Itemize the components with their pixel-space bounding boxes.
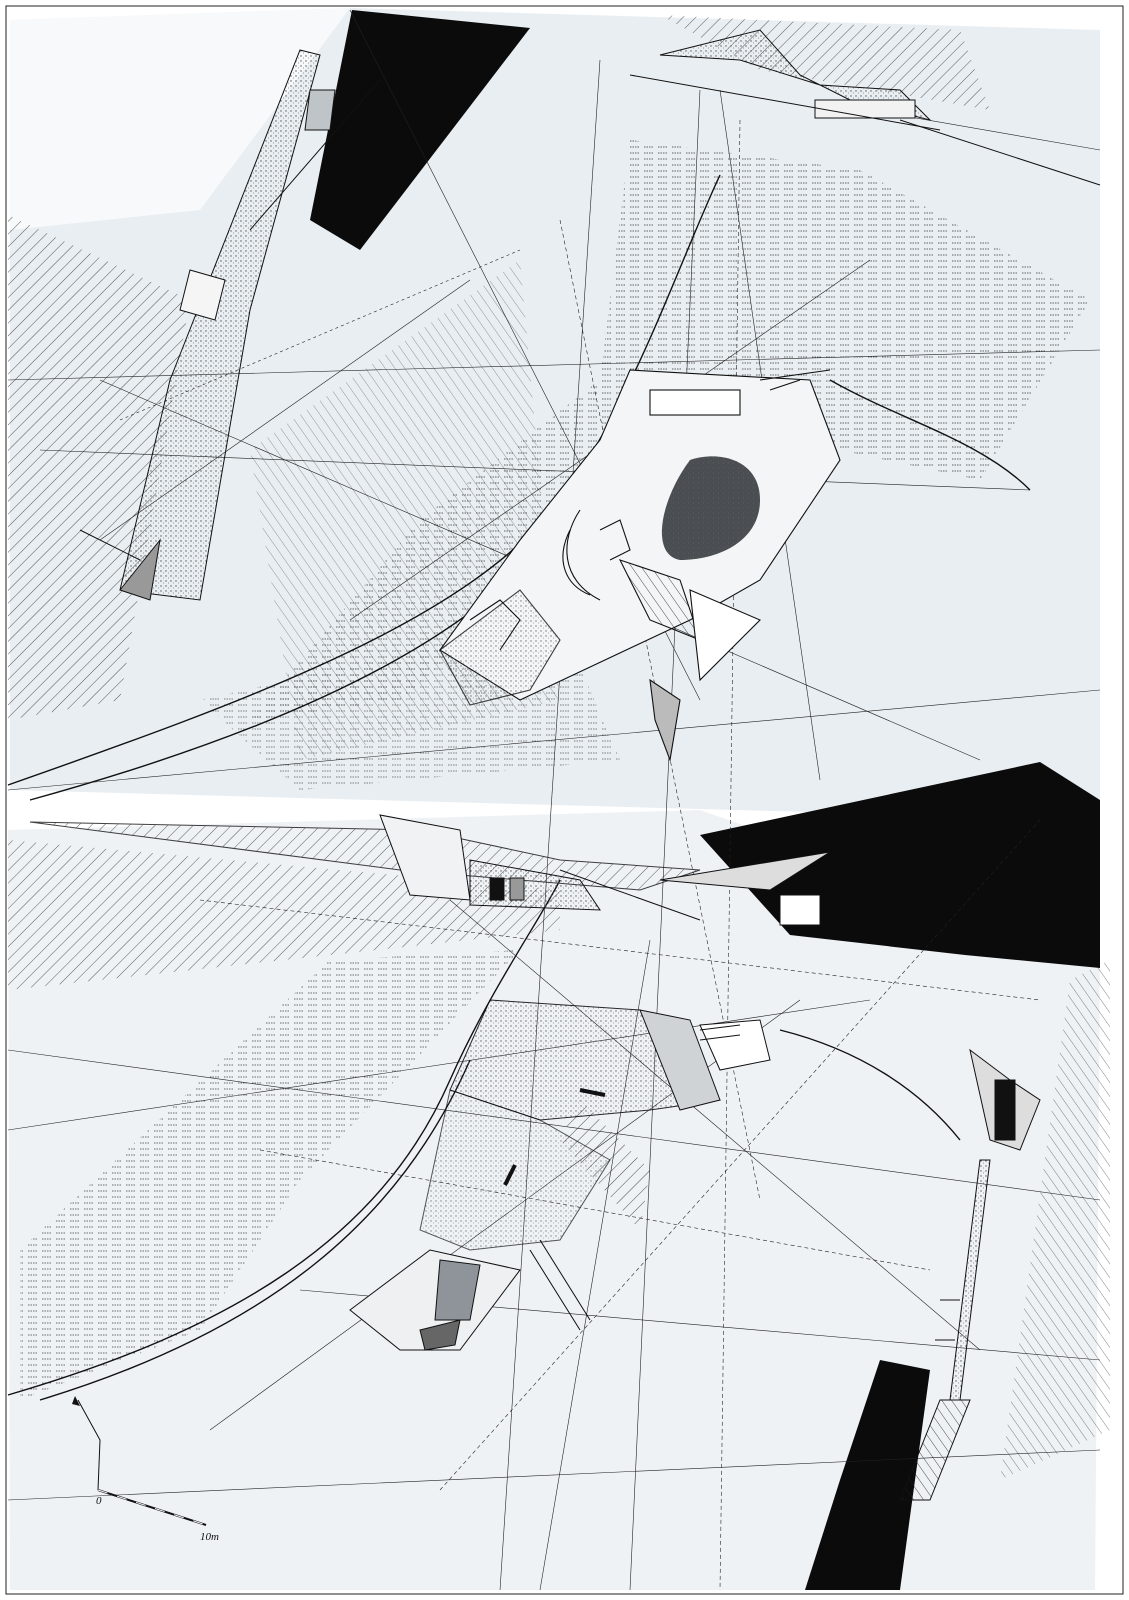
building-fragment-top-right <box>629 29 1101 186</box>
curve-lower-arc <box>7 879 561 1396</box>
hatch-left-upper <box>8 215 190 720</box>
lower-central-plan <box>419 999 771 1251</box>
scale-bar: 0 10m <box>72 1396 219 1543</box>
building-fragment-lower-left <box>349 1239 591 1351</box>
panel-white-wedge <box>10 8 350 230</box>
north-arrow-icon <box>77 1399 101 1491</box>
central-plan <box>439 369 841 763</box>
scale-origin-label: 0 <box>96 1495 102 1507</box>
black-wedge-top <box>310 10 530 250</box>
curve-lower-arc-2 <box>39 1059 471 1401</box>
curve-right-sweep <box>829 379 1031 491</box>
textured-oval <box>661 456 760 560</box>
building-fragment-right <box>899 1048 1041 1501</box>
curve-right-sweep-2 <box>779 1029 961 1141</box>
hatch-right-lower <box>1000 960 1110 1480</box>
sheet-border <box>5 5 1124 1595</box>
building-fragment-upper-left <box>79 49 381 601</box>
building-band-middle <box>29 814 831 926</box>
scale-end-label: 10m <box>200 1531 219 1543</box>
black-wedge-bottom <box>805 1360 930 1590</box>
north-arrow-head-icon <box>72 1396 80 1406</box>
dash-field-lower <box>20 950 520 1400</box>
scale-line <box>97 1489 207 1526</box>
